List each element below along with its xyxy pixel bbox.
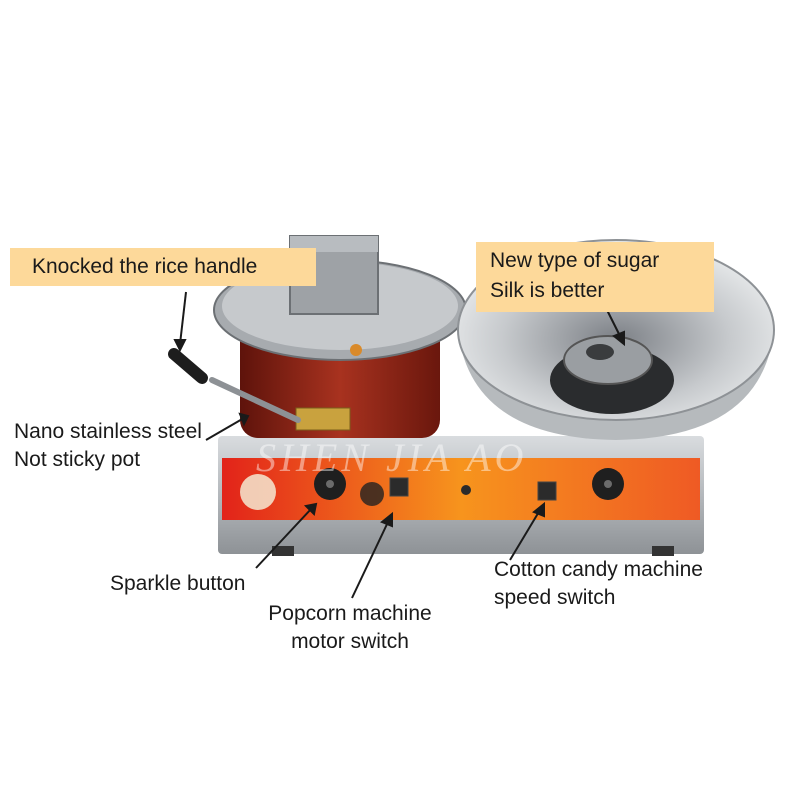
popcorn-pot: [213, 235, 467, 438]
panel-controls: [240, 468, 624, 510]
label-cotton-speed: Cotton candy machine speed switch: [494, 556, 703, 612]
callout-sugar-line1: New type of sugar: [490, 249, 660, 272]
callout-rice-handle: Knocked the rice handle: [10, 248, 316, 286]
watermark: SHEN JIA AO: [256, 435, 528, 480]
callout-sugar-silk: New type of sugar Silk is better: [476, 242, 714, 312]
cotton-speed-switch: [537, 481, 557, 501]
pot-bracket: [295, 407, 351, 431]
callout-rice-handle-text: Knocked the rice handle: [32, 255, 258, 278]
indicator-light: [461, 485, 471, 495]
label-popcorn-line1: Popcorn machine: [268, 602, 432, 625]
label-nano-steel: Nano stainless steel Not sticky pot: [14, 418, 202, 474]
callout-arrows: [173, 291, 625, 599]
label-sparkle-button: Sparkle button: [110, 572, 246, 595]
label-popcorn-motor: Popcorn machine motor switch: [262, 600, 438, 656]
callout-sugar-line2: Silk is better: [490, 279, 605, 302]
label-nano-steel-line1: Nano stainless steel: [14, 420, 202, 443]
label-cotton-line1: Cotton candy machine: [494, 558, 703, 581]
lid-knob: [350, 344, 362, 356]
popcorn-motor-switch: [389, 477, 409, 497]
rice-handle: [168, 348, 301, 423]
label-nano-steel-line2: Not sticky pot: [14, 448, 141, 471]
label-popcorn-line2: motor switch: [291, 630, 409, 653]
label-cotton-line2: speed switch: [494, 586, 616, 609]
